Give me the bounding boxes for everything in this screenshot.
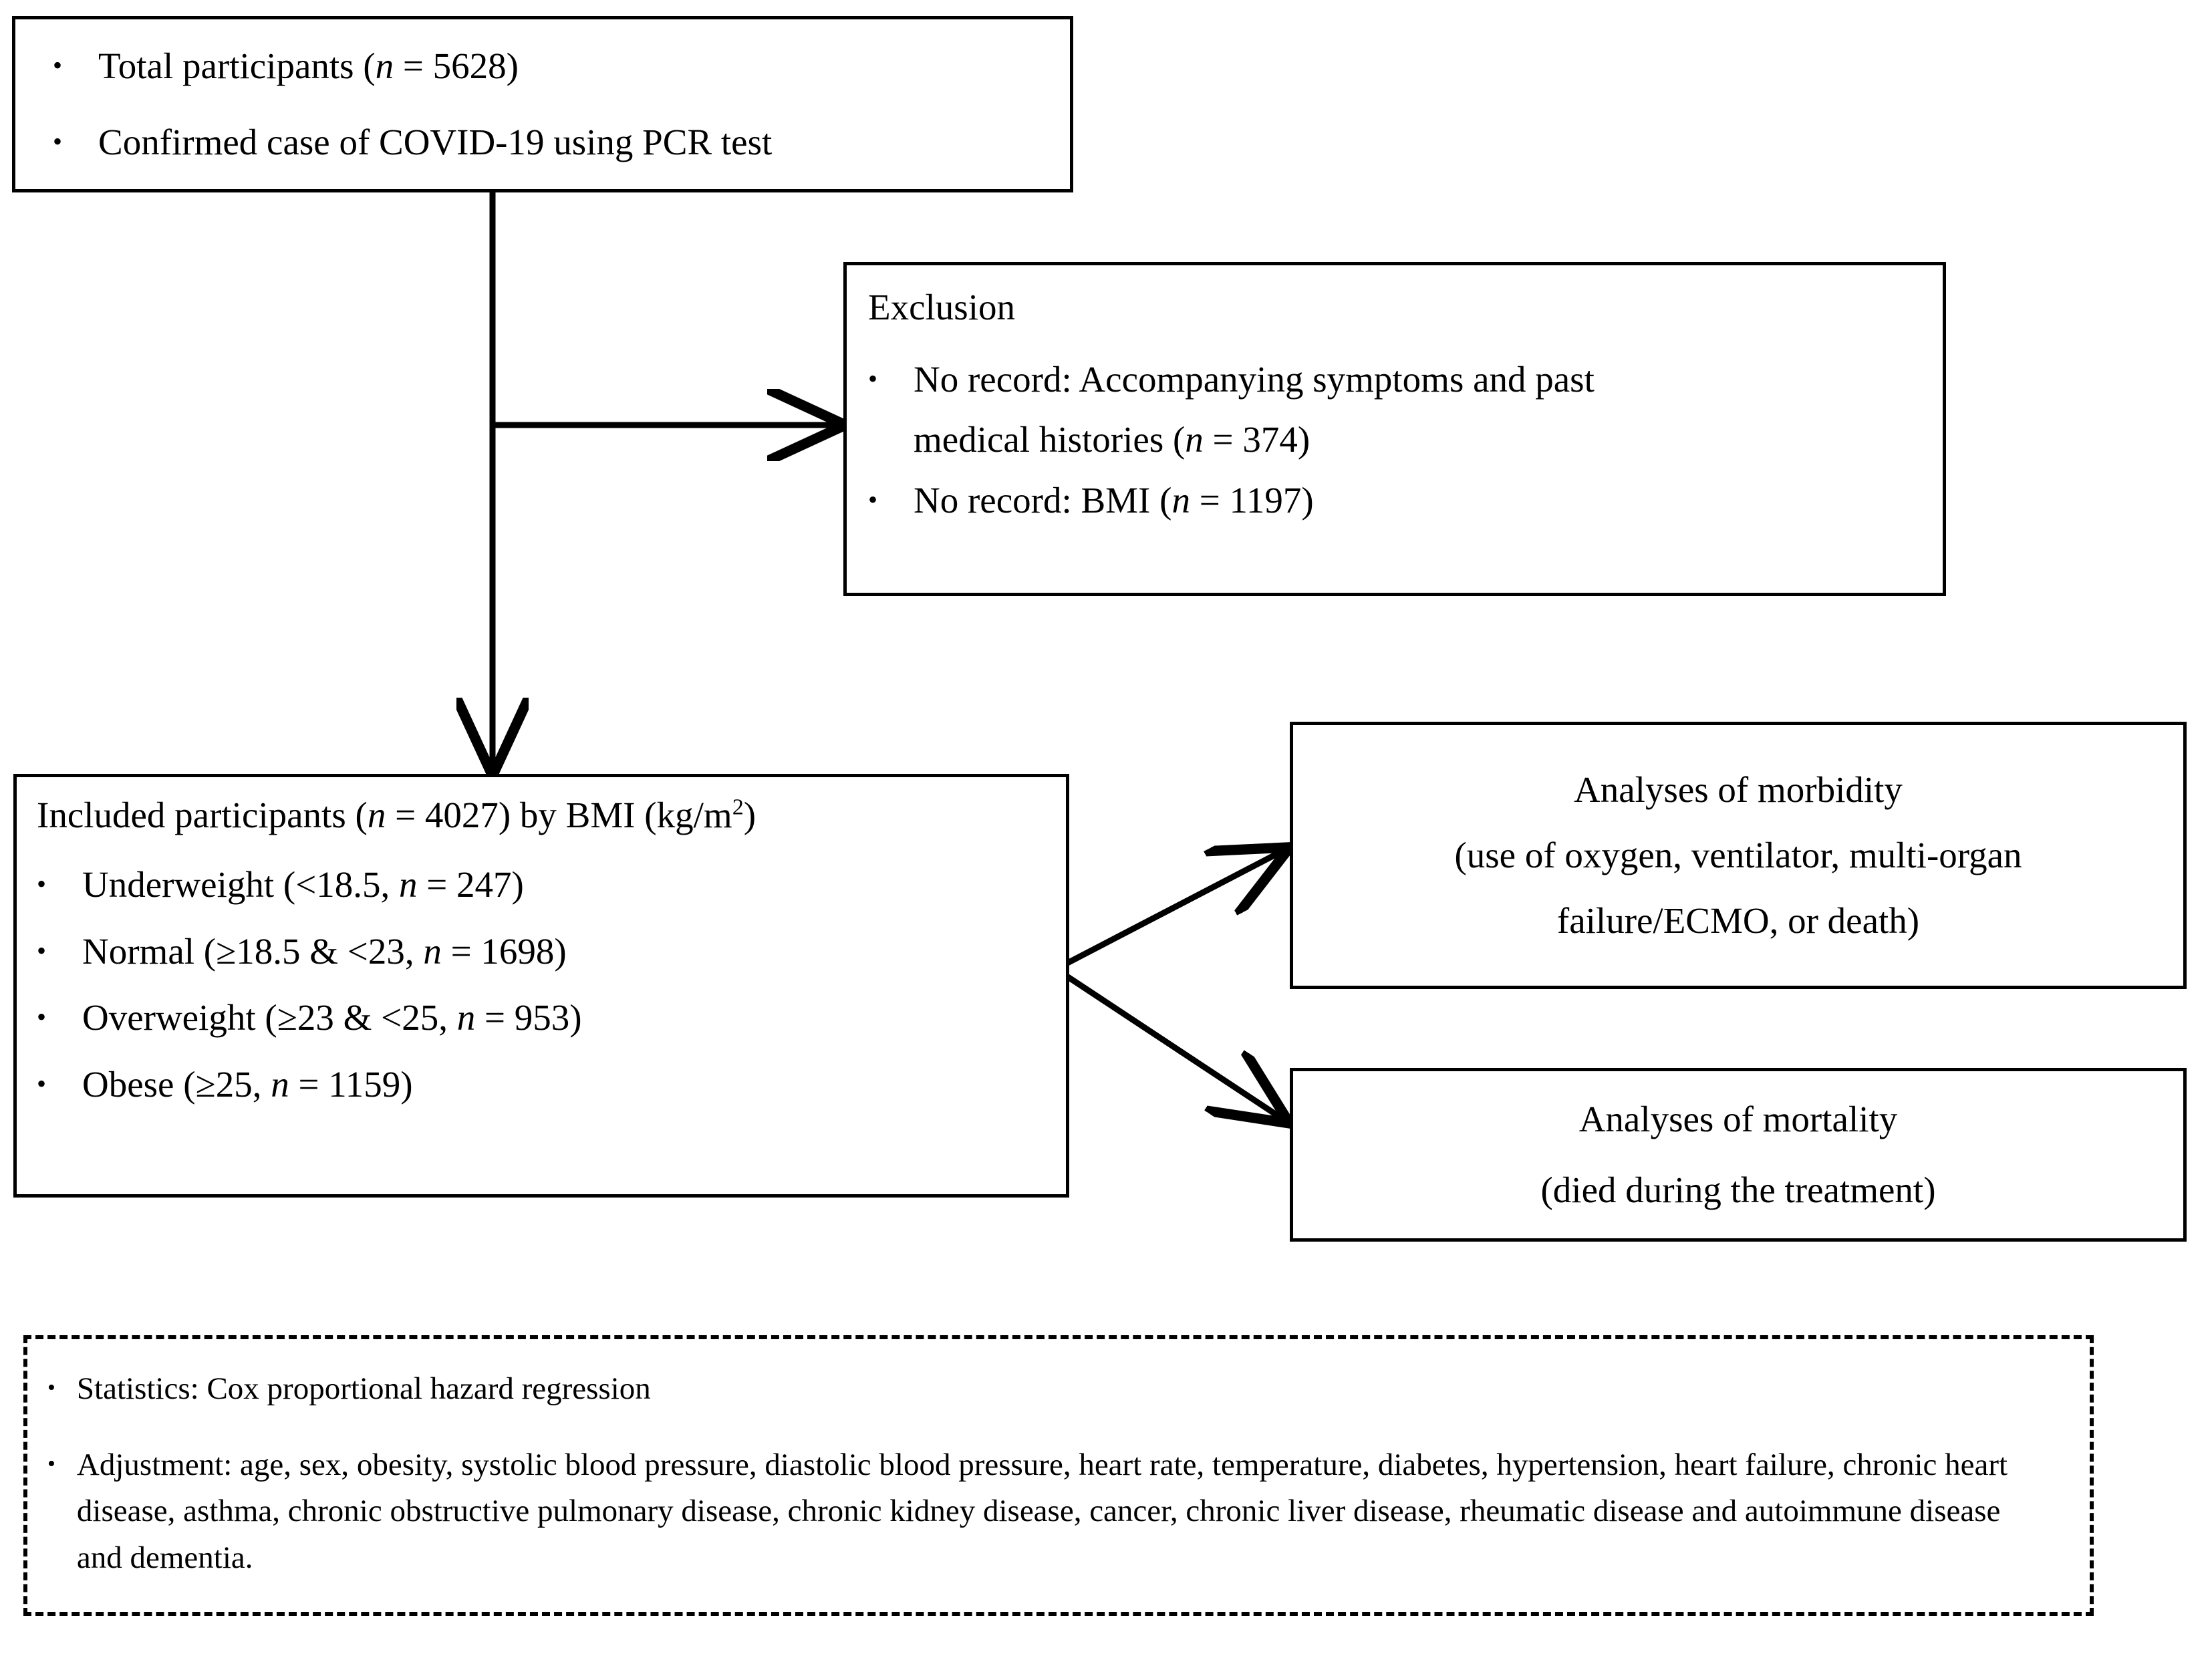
list-item: • Confirmed case of COVID-19 using PCR t…	[53, 123, 1043, 162]
bmi-category-underweight: Underweight (<18.5, n = 247)	[82, 863, 524, 905]
bullet-icon: •	[37, 1002, 47, 1032]
bmi-category-obese: Obese (≥25, n = 1159)	[82, 1064, 413, 1105]
bullet-icon: •	[868, 363, 878, 394]
mortality-title: Analyses of mortality	[1578, 1099, 1898, 1140]
exclusion-line-2: medical histories (n = 374)	[914, 418, 1310, 460]
mortality-analysis-box: Analyses of mortality (died during the t…	[1290, 1068, 2187, 1242]
bullet-icon: •	[37, 1069, 47, 1099]
exclusion-line-1: No record: Accompanying symptoms and pas…	[914, 358, 1595, 400]
list-item: • Overweight (≥23 & <25, n = 953)	[37, 998, 1042, 1037]
list-item: • Underweight (<18.5, n = 247)	[37, 865, 1042, 904]
bmi-category-overweight: Overweight (≥23 & <25, n = 953)	[82, 997, 582, 1038]
morbidity-detail-line-2: failure/ECMO, or death)	[1556, 899, 1920, 941]
statistics-box: • Statistics: Cox proportional hazard re…	[23, 1335, 2094, 1616]
exclusion-heading: Exclusion	[868, 287, 1015, 327]
connector-included-to-morbidity	[1054, 850, 1284, 972]
bullet-icon: •	[37, 935, 47, 966]
included-participants-box: Included participants (n = 4027) by BMI …	[13, 774, 1069, 1198]
total-participants-label: Total participants (n = 5628)	[98, 45, 519, 87]
bullet-icon: •	[53, 50, 63, 81]
exclusion-box: Exclusion • No record: Accompanying symp…	[843, 262, 1946, 596]
exclusion-no-record-bmi: No record: BMI (n = 1197)	[914, 480, 1314, 521]
bullet-icon: •	[868, 484, 878, 515]
connector-included-to-mortality	[1054, 966, 1284, 1120]
included-participants-heading: Included participants (n = 4027) by BMI …	[37, 795, 756, 835]
list-item: • Normal (≥18.5 & <23, n = 1698)	[37, 932, 1042, 971]
list-item: • Obese (≥25, n = 1159)	[37, 1065, 1042, 1104]
statistics-adjustment-label: Adjustment: age, sex, obesity, systolic …	[76, 1447, 2008, 1575]
bullet-icon: •	[47, 1375, 55, 1400]
superscript-two: 2	[732, 795, 744, 820]
bullet-icon: •	[47, 1451, 55, 1476]
bmi-category-normal: Normal (≥18.5 & <23, n = 1698)	[82, 930, 567, 972]
exclusion-no-record-symptoms: No record: Accompanying symptoms and pas…	[914, 360, 1913, 459]
morbidity-analysis-box: Analyses of morbidity (use of oxygen, ve…	[1290, 722, 2187, 989]
list-item: • Total participants (n = 5628)	[53, 47, 1043, 86]
list-item: • Adjustment: age, sex, obesity, systoli…	[47, 1442, 2052, 1582]
list-item: • Statistics: Cox proportional hazard re…	[47, 1366, 2052, 1413]
statistics-method-label: Statistics: Cox proportional hazard regr…	[76, 1371, 651, 1406]
bullet-icon: •	[53, 126, 63, 156]
list-item: • No record: BMI (n = 1197)	[868, 481, 1913, 520]
list-item: • No record: Accompanying symptoms and p…	[868, 360, 1913, 459]
morbidity-title: Analyses of morbidity	[1574, 769, 1903, 811]
morbidity-detail-line-1: (use of oxygen, ventilator, multi-organ	[1454, 835, 2022, 876]
mortality-detail-line-1: (died during the treatment)	[1540, 1169, 1936, 1210]
confirmed-case-label: Confirmed case of COVID-19 using PCR tes…	[98, 122, 773, 162]
bullet-icon: •	[37, 868, 47, 899]
total-participants-box: • Total participants (n = 5628) • Confir…	[12, 16, 1073, 192]
